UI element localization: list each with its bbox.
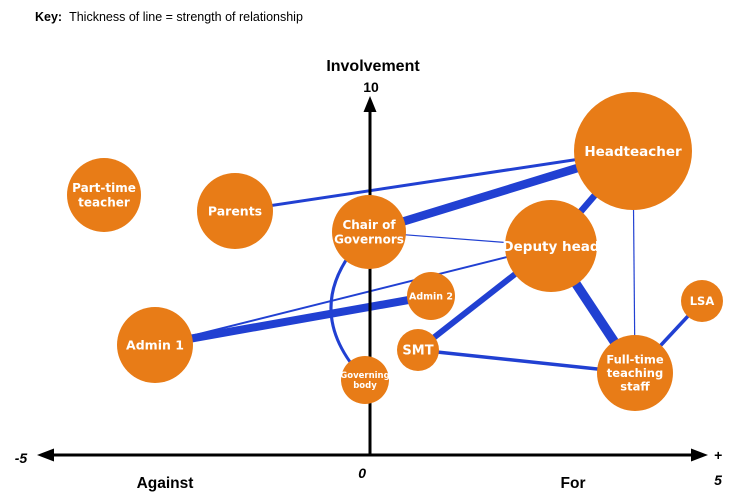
node-deputy-head: Deputy head (502, 200, 600, 292)
node-circle-part-time-teacher (67, 158, 141, 232)
x-axis-against-label: Against (137, 475, 194, 492)
x-axis-max-label: 5 (714, 472, 722, 488)
node-admin-2: Admin 2 (407, 272, 455, 320)
x-axis-left-arrowhead-icon (37, 448, 54, 462)
axes: Involvement 10 -5 Against 0 For + 5 (15, 58, 722, 492)
x-axis-right-arrowhead-icon (691, 448, 708, 462)
node-circle-chair-of-governors (332, 195, 406, 269)
edge-admin-1--admin-2 (154, 292, 432, 349)
node-label-parents: Parents (208, 204, 262, 219)
node-label-lsa: LSA (690, 294, 715, 308)
node-admin-1: Admin 1 (117, 307, 193, 383)
x-axis-origin-label: 0 (358, 465, 366, 481)
node-circle-lsa (681, 280, 723, 322)
x-axis-for-label: For (561, 475, 586, 492)
key-caption: Key: Thickness of line = strength of rela… (35, 10, 303, 24)
node-circle-governing-body (341, 356, 389, 404)
edge-admin-1--deputy-head (154, 245, 552, 346)
node-circle-parents (197, 173, 273, 249)
node-lsa: LSA (681, 280, 723, 322)
node-label-headteacher: Headteacher (584, 144, 682, 160)
node-circle-deputy-head (505, 200, 597, 292)
node-circle-headteacher (574, 92, 692, 210)
key-label: Key: (35, 10, 63, 24)
y-axis-arrowhead-icon (363, 96, 377, 112)
node-label-admin-2: Admin 2 (409, 291, 453, 302)
node-label-deputy-head: Deputy head (502, 239, 599, 255)
node-label-smt: SMT (402, 344, 433, 359)
node-circle-smt (397, 329, 439, 371)
node-headteacher: Headteacher (574, 92, 692, 210)
node-parents: Parents (197, 173, 273, 249)
x-axis-min-label: -5 (15, 450, 28, 466)
y-axis-title: Involvement (326, 58, 420, 75)
x-axis-plus-label: + (714, 447, 722, 463)
node-smt: SMT (397, 329, 439, 371)
edge-parents--headteacher (234, 149, 634, 213)
key-text: Thickness of line = strength of relation… (69, 10, 303, 24)
node-label-admin-1: Admin 1 (126, 338, 184, 353)
node-circle-admin-1 (117, 307, 193, 383)
node-circle-admin-2 (407, 272, 455, 320)
y-axis-max-label: 10 (363, 79, 379, 95)
node-circle-full-time-teaching-staff (597, 335, 673, 411)
